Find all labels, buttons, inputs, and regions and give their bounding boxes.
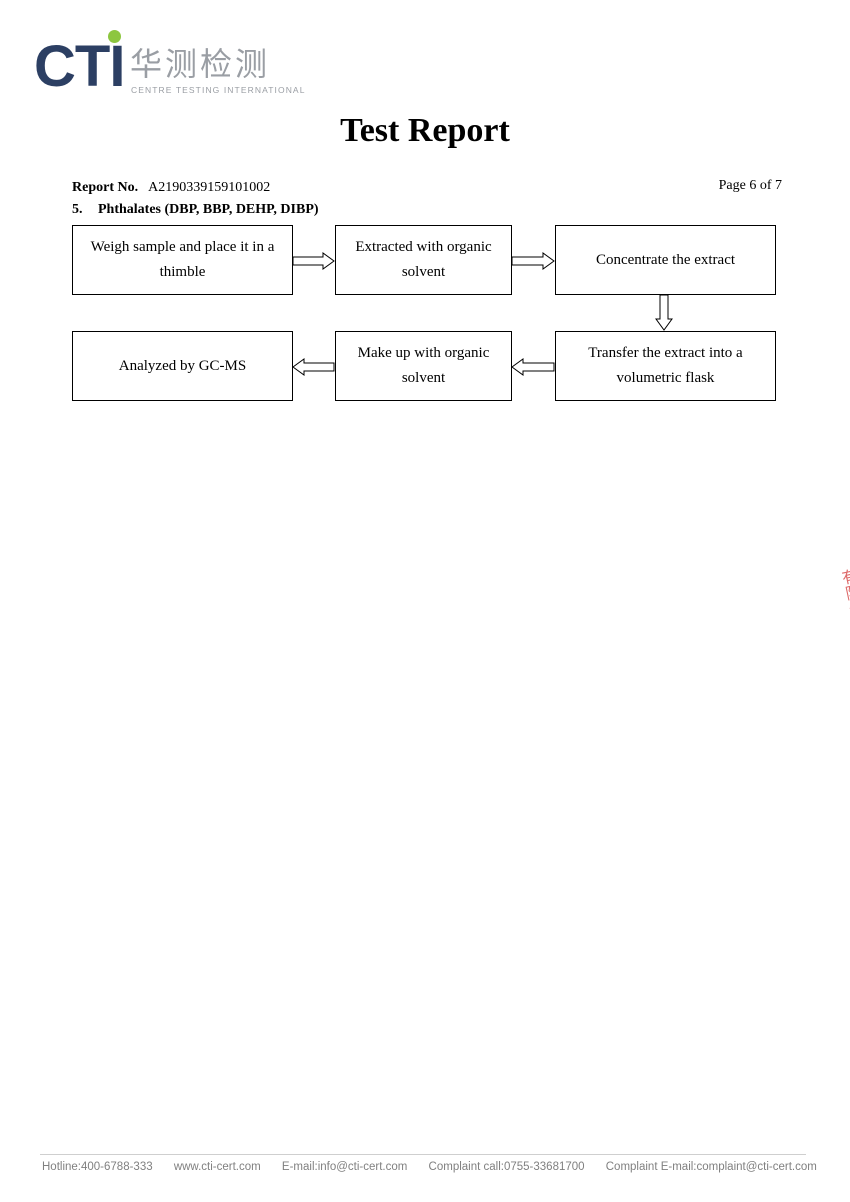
company-stamp-partial: 有限公司 bbox=[837, 566, 850, 634]
footer-divider bbox=[40, 1154, 806, 1155]
arrow-left-1-icon bbox=[512, 358, 555, 376]
footer-hotline: Hotline:400-6788-333 bbox=[42, 1161, 153, 1173]
logo-green-dot bbox=[108, 30, 121, 43]
logo-english-name: CENTRE TESTING INTERNATIONAL bbox=[131, 85, 306, 95]
footer-website: www.cti-cert.com bbox=[173, 1161, 261, 1173]
flow-step-transfer: Transfer the extract into a volumetric f… bbox=[555, 331, 776, 401]
report-number-value: A2190339159101002 bbox=[148, 180, 271, 195]
section-title: Phthalates (DBP, BBP, DEHP, DIBP) bbox=[98, 202, 319, 217]
footer-complaint-call: Complaint call:0755-33681700 bbox=[428, 1161, 585, 1173]
flow-step-weigh-sample: Weigh sample and place it in a thimble bbox=[72, 225, 293, 295]
flow-step-analyze: Analyzed by GC-MS bbox=[72, 331, 293, 401]
arrow-left-2-icon bbox=[293, 358, 335, 376]
company-logo: CTI 华测检测 CENTRE TESTING INTERNATIONAL bbox=[34, 30, 314, 100]
flow-step-extract: Extracted with organic solvent bbox=[335, 225, 512, 295]
arrow-right-1-icon bbox=[293, 252, 335, 270]
flow-step-make-up: Make up with organic solvent bbox=[335, 331, 512, 401]
flow-step-concentrate: Concentrate the extract bbox=[555, 225, 776, 295]
page-number: Page 6 of 7 bbox=[718, 178, 782, 193]
footer-complaint-email: Complaint E-mail:complaint@cti-cert.com bbox=[605, 1161, 817, 1173]
arrow-down-icon bbox=[655, 295, 673, 331]
report-number-label: Report No. bbox=[72, 180, 139, 195]
report-number-line: Report No. A2190339159101002 bbox=[72, 180, 270, 196]
page-title: Test Report bbox=[340, 112, 510, 149]
section-number: 5. bbox=[72, 202, 83, 217]
logo-brand: CTI bbox=[34, 34, 125, 99]
footer: Hotline:400-6788-333 www.cti-cert.com E-… bbox=[42, 1161, 835, 1173]
logo-chinese-name: 华测检测 bbox=[130, 45, 271, 83]
arrow-right-2-icon bbox=[512, 252, 555, 270]
footer-email: E-mail:info@cti-cert.com bbox=[281, 1161, 408, 1173]
section-heading: 5. Phthalates (DBP, BBP, DEHP, DIBP) bbox=[72, 202, 319, 218]
